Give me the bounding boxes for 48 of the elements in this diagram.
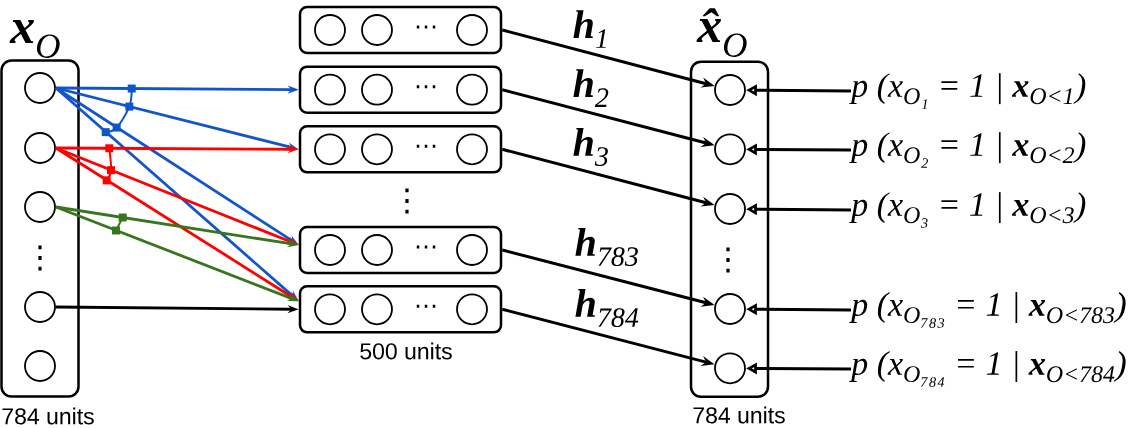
layer-box: ⋮ xyxy=(0,59,80,398)
unit-circle xyxy=(314,133,346,166)
unit-circle xyxy=(24,291,56,323)
unit-circle xyxy=(714,352,746,385)
layer-box: ⋯ xyxy=(298,5,503,55)
probability-label: p (x$_{O₂}$ = 1 | x$_{O<2}$) xyxy=(849,132,1086,168)
unit-circle xyxy=(24,132,56,164)
unit-circle xyxy=(361,133,393,166)
unit-circle xyxy=(314,293,346,326)
probability-label: p (x$_{O₁}$ = 1 | x$_{O<1}$) xyxy=(849,73,1086,109)
probability-label: p (x$_{O₇₈₄}$ = 1 | x$_{O<784}$) xyxy=(849,351,1126,387)
vertical-ellipsis: ⋮ xyxy=(405,188,409,214)
unit-circle xyxy=(714,133,746,166)
unit-circle xyxy=(714,193,746,225)
layer-box: ⋮ xyxy=(689,60,770,398)
unit-circle xyxy=(314,234,346,266)
unit-circle xyxy=(24,72,56,104)
unit-circle xyxy=(361,293,393,326)
layer-box: ⋯ xyxy=(298,285,503,334)
edge-label: h$_{1}$ xyxy=(573,10,606,48)
unit-circle xyxy=(714,74,746,106)
unit-circle xyxy=(361,73,393,106)
edge-label: h$_{2}$ xyxy=(573,69,609,107)
unit-circle xyxy=(456,293,488,326)
edge-label: h$_{3}$ xyxy=(573,128,608,167)
unit-caption: 784 units xyxy=(2,407,94,425)
layer-box: ⋯ xyxy=(298,125,503,174)
unit-circle xyxy=(361,234,393,266)
unit-circle xyxy=(456,234,488,266)
unit-circle xyxy=(314,73,346,106)
unit-circle xyxy=(361,14,393,46)
unit-caption: 784 units xyxy=(693,406,785,424)
layer-box: ⋯ xyxy=(298,65,503,114)
unit-circle xyxy=(24,191,56,223)
unit-circle xyxy=(456,73,488,106)
layer-heading: x$_{O}$ xyxy=(9,20,60,58)
edge-label: h$_{784}$ xyxy=(575,288,639,328)
layer-heading: x̂$_{O}$ xyxy=(696,8,747,57)
unit-circle xyxy=(314,14,346,46)
probability-label: p (x$_{O₃}$ = 1 | x$_{O<3}$) xyxy=(849,192,1086,228)
unit-caption: 500 units xyxy=(360,342,452,360)
probability-label: p (x$_{O₇₈₃}$ = 1 | x$_{O<783}$) xyxy=(849,292,1126,328)
unit-circle xyxy=(456,133,488,166)
layer-box: ⋯ xyxy=(298,225,503,275)
unit-circle xyxy=(24,350,56,382)
unit-circle xyxy=(714,293,746,325)
unit-circle xyxy=(456,14,488,46)
edge-label: h$_{783}$ xyxy=(575,227,638,267)
